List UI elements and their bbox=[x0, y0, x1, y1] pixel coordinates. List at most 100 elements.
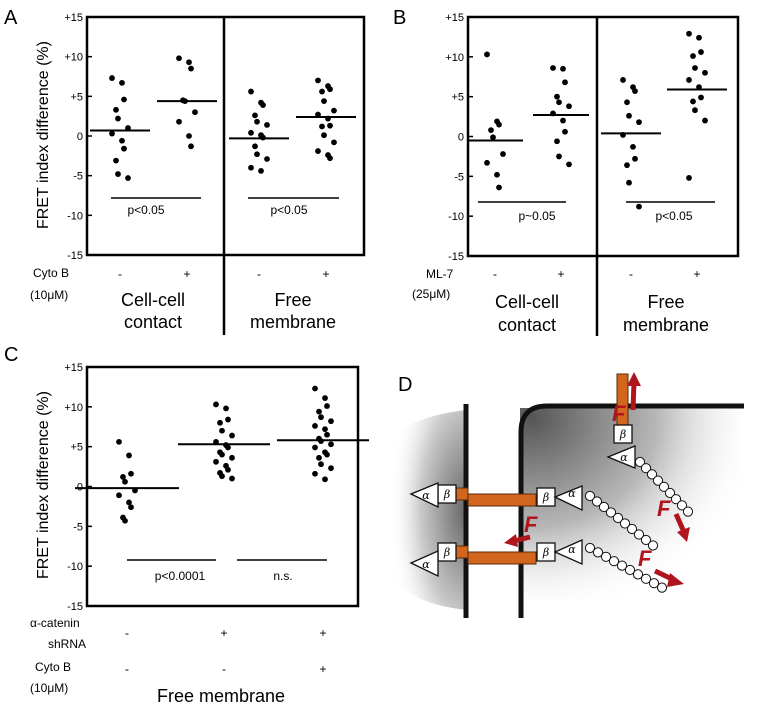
panel-c-y-tick-label: +5 bbox=[70, 442, 83, 454]
lower-right-alpha-label: α bbox=[568, 543, 576, 556]
panel-c-data-point bbox=[223, 405, 229, 412]
panel-c-treatment-1-sub: shRNA bbox=[48, 637, 86, 651]
panel-b-p-value-right: p<0.05 bbox=[655, 209, 692, 223]
force-arrow-junction: F bbox=[504, 512, 538, 547]
panel-b-y-tick-label: +10 bbox=[445, 52, 464, 64]
panel-c-data-point bbox=[312, 385, 318, 392]
panel-c-condition-2-row-2: - bbox=[222, 662, 226, 676]
actin-bead bbox=[646, 469, 658, 480]
force-arrow-right-upper-head bbox=[677, 527, 690, 542]
panel-a-data-point bbox=[315, 77, 321, 84]
panel-c-data-point bbox=[328, 418, 334, 425]
panel-c-plot-frame bbox=[85, 365, 360, 608]
panel-c-p-value-right: n.s. bbox=[273, 569, 292, 583]
panel-c-data-point bbox=[213, 401, 219, 408]
panel-a-data-point bbox=[119, 79, 125, 86]
actin-bead bbox=[648, 578, 660, 589]
panel-b-group-2-line-2: membrane bbox=[623, 315, 709, 335]
panel-b-group-2-line-1: Free bbox=[647, 292, 684, 312]
panel-a-y-tick-label: -10 bbox=[67, 210, 83, 222]
panel-a-data-point bbox=[248, 129, 254, 136]
panel-b-y-tick-label: +5 bbox=[451, 92, 464, 104]
panel-c-y-axis-label: FRET index difference (%) bbox=[35, 391, 52, 579]
panel-a-plot-frame bbox=[85, 15, 366, 257]
actin-bead bbox=[608, 556, 620, 567]
panel-a-condition-1: - bbox=[118, 267, 122, 281]
upper-right-alpha-triangle bbox=[553, 485, 583, 512]
panel-c-label: C bbox=[4, 344, 18, 366]
upper-right-alpha-label: α bbox=[568, 487, 576, 500]
panel-b-y-tick-label: -15 bbox=[448, 251, 464, 263]
panel-c-data-point bbox=[229, 432, 235, 439]
panel-d: D β α β α β α β α β α bbox=[380, 372, 744, 618]
panel-a-data-point bbox=[125, 175, 131, 181]
actin-bead bbox=[591, 496, 603, 507]
panel-a-group-2-line-2: membrane bbox=[250, 312, 336, 332]
panel-b-condition-2: + bbox=[557, 267, 564, 281]
panel-a-data-point bbox=[254, 118, 260, 125]
panel-b-data-point bbox=[556, 153, 562, 160]
panel-c-condition-3-row-2: + bbox=[319, 662, 326, 676]
panel-a-data-point bbox=[113, 157, 119, 164]
panel-a-data-point bbox=[109, 130, 115, 137]
right-membrane bbox=[518, 403, 744, 618]
actin-bead bbox=[640, 463, 652, 474]
force-arrow-top-head bbox=[627, 372, 641, 386]
panel-c-data-point bbox=[128, 504, 134, 511]
panel-c-data-point bbox=[128, 470, 134, 477]
actin-bead bbox=[598, 501, 610, 513]
panel-a-data-point bbox=[327, 86, 333, 93]
panel-a: A FRET index difference (%) +15+10+50-5-… bbox=[4, 7, 366, 335]
force-arrow-right-upper: F bbox=[657, 496, 690, 542]
panel-b-data-point bbox=[490, 134, 496, 141]
panel-a-data-point bbox=[186, 133, 192, 139]
actin-bead bbox=[640, 534, 652, 546]
panel-a-label: A bbox=[4, 7, 18, 29]
panel-a-data-point bbox=[115, 171, 121, 177]
panel-a-data-point bbox=[321, 98, 327, 104]
panel-c-condition-3-row-1: + bbox=[319, 626, 326, 640]
panel-a-plot bbox=[85, 15, 366, 335]
panel-c-data-point bbox=[318, 414, 324, 421]
panel-a-condition-2: + bbox=[183, 267, 190, 281]
panel-c-y-tick-label: +10 bbox=[64, 402, 83, 414]
upper-actin-beads bbox=[584, 490, 659, 551]
panel-c-data-point bbox=[324, 451, 330, 458]
panel-c-p-value-left: p<0.0001 bbox=[155, 569, 206, 583]
panel-c-y-tick-label: -10 bbox=[67, 561, 83, 573]
panel-b-data-point bbox=[702, 69, 708, 76]
panel-b-data-point bbox=[626, 179, 632, 186]
junction-linker-lower-right bbox=[467, 551, 537, 565]
actin-bead bbox=[612, 512, 624, 524]
panel-c-data-point bbox=[316, 408, 322, 415]
panel-d-label: D bbox=[398, 374, 412, 396]
panel-b-data-point bbox=[624, 99, 630, 106]
panel-c: C FRET index difference (%) +15+10+50-5-… bbox=[4, 344, 369, 706]
panel-b-data-point bbox=[698, 94, 704, 101]
panel-b-data-point bbox=[550, 65, 556, 71]
panel-c-data-point bbox=[213, 458, 219, 465]
panel-b-label: B bbox=[393, 7, 406, 29]
panel-b-data-point bbox=[494, 171, 500, 178]
panel-a-p-value-right: p<0.05 bbox=[270, 203, 307, 217]
panel-b-data-point bbox=[560, 117, 566, 124]
panel-c-data-point bbox=[116, 492, 122, 499]
lower-right-alpha-triangle bbox=[553, 538, 583, 566]
panel-a-treatment-label: Cyto B bbox=[33, 266, 69, 280]
panel-b-data-point bbox=[636, 119, 642, 126]
panel-a-data-point bbox=[176, 55, 182, 62]
actin-bead bbox=[634, 456, 646, 468]
panel-b-y-ticks: +15+10+50-5-10-15 bbox=[445, 12, 473, 263]
panel-a-data-point bbox=[176, 118, 182, 125]
panel-c-data-point bbox=[219, 473, 225, 480]
panel-b-data-point bbox=[560, 65, 566, 72]
panel-a-condition-4: + bbox=[322, 267, 329, 281]
panel-c-y-tick-label: -5 bbox=[73, 521, 83, 533]
panel-c-y-ticks: +15+10+50-5-10-15 bbox=[64, 362, 92, 613]
panel-a-data-point bbox=[121, 145, 127, 152]
panel-a-data-point bbox=[264, 121, 270, 128]
panel-c-data-point bbox=[324, 403, 330, 409]
panel-b-data-point bbox=[620, 77, 626, 83]
panel-c-data-point bbox=[225, 416, 231, 423]
panel-b-y-tick-label: -10 bbox=[448, 211, 464, 223]
